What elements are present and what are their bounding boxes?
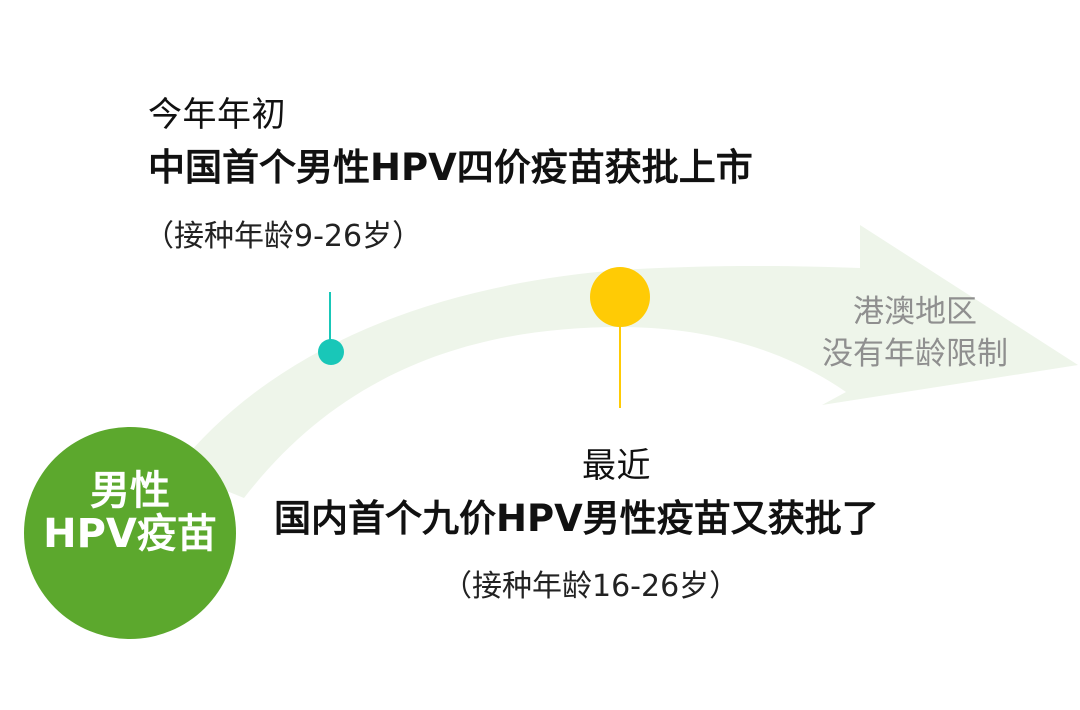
event-2-note: （接种年龄16-26岁）: [442, 569, 740, 604]
event-2-time: 最近: [582, 446, 651, 486]
origin-line-2: HPV疫苗: [43, 511, 217, 558]
yellow-marker: [590, 267, 650, 327]
teal-marker: [318, 339, 344, 365]
origin-circle: [24, 427, 236, 639]
event-1-headline: 中国首个男性HPV四价疫苗获批上市: [148, 146, 753, 189]
event-1-note: （接种年龄9-26岁）: [144, 219, 423, 254]
arrow-band: [175, 225, 1078, 498]
destination-line-2: 没有年龄限制: [822, 335, 1008, 372]
event-2-headline: 国内首个九价HPV男性疫苗又获批了: [274, 497, 879, 540]
destination-label: 港澳地区 没有年龄限制: [790, 292, 1040, 376]
event-1-time: 今年年初: [148, 95, 286, 135]
origin-label: 男性 HPV疫苗: [20, 468, 240, 558]
destination-line-1: 港澳地区: [853, 294, 977, 330]
origin-line-1: 男性: [90, 468, 170, 514]
